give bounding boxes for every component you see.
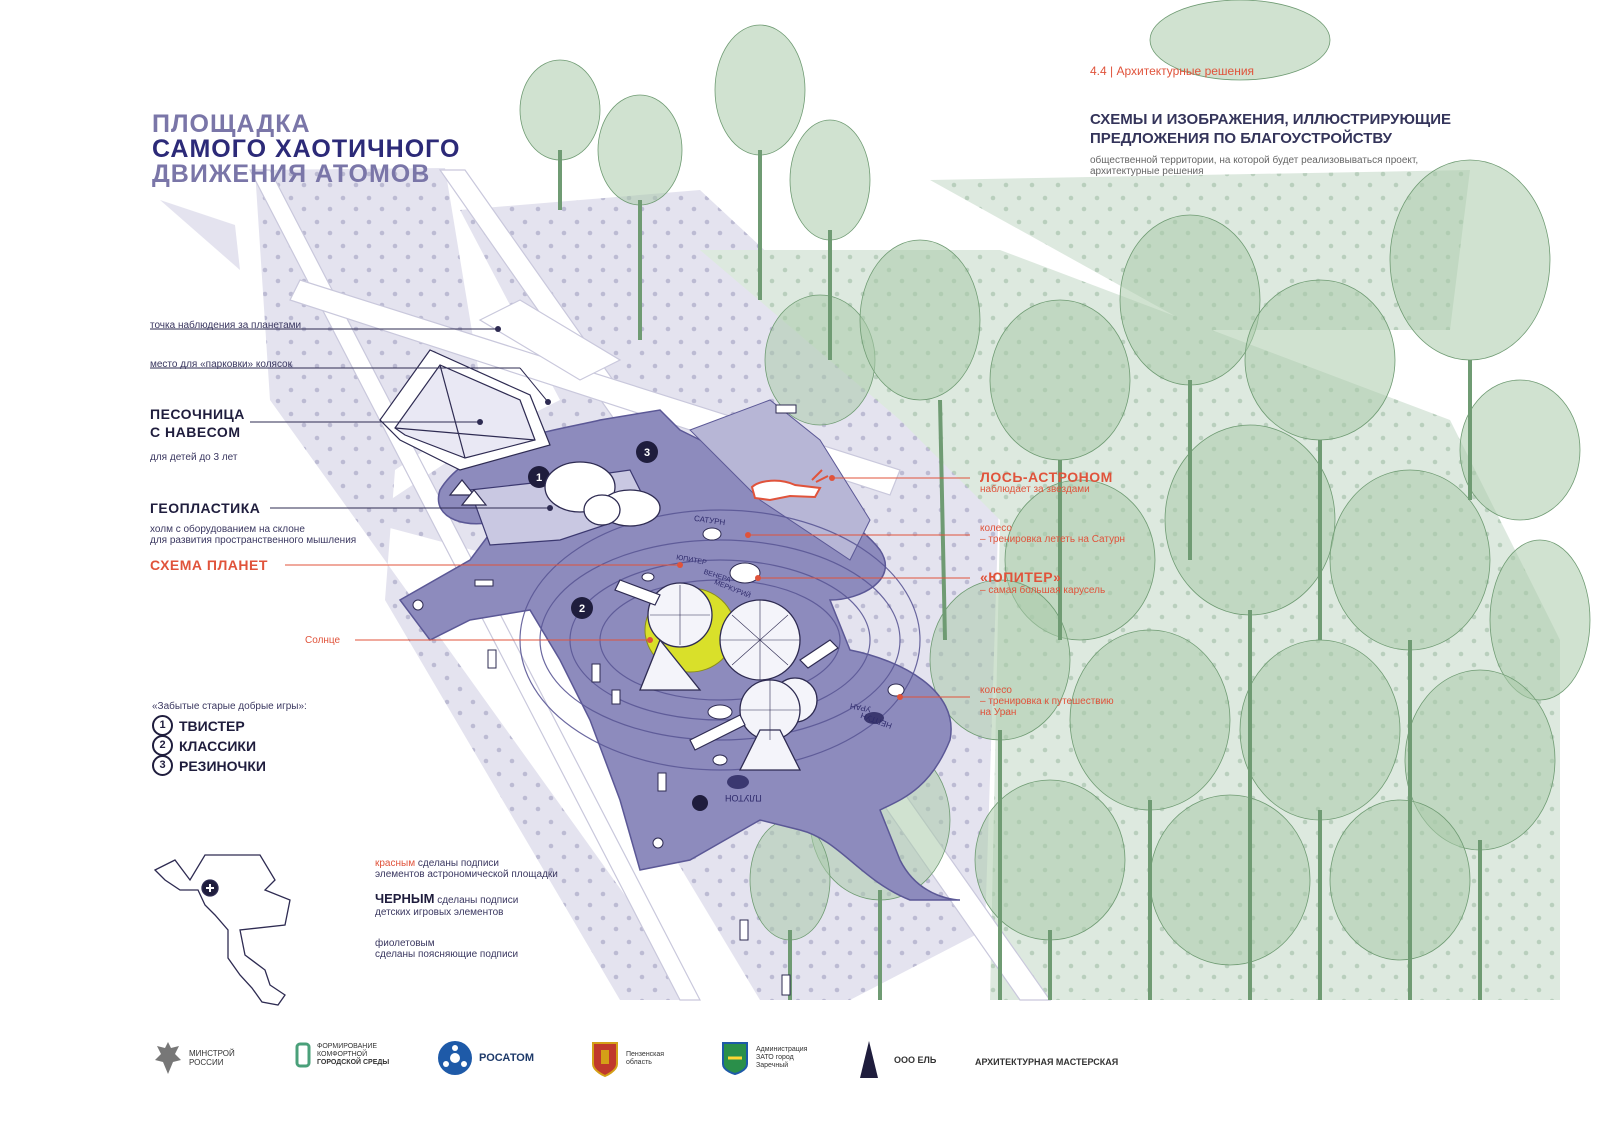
planet-pluto-disc: [727, 775, 749, 789]
game-number-1: 1: [152, 715, 173, 736]
label-observation-point: точка наблюдения за планетами: [150, 320, 302, 331]
legend-black-line2: детских игровых элементов: [375, 907, 504, 918]
playground-plaza: 2 3 1: [398, 399, 961, 901]
logo-zarechny-line1: Администрация: [756, 1046, 808, 1053]
planet-saturn-disc: [702, 527, 722, 541]
planet-neptune-disc: [864, 712, 884, 724]
logo-penza-line2: область: [626, 1059, 652, 1066]
game-label-3: РЕЗИНОЧКИ: [179, 757, 266, 774]
logo-zarechny-line3: Заречный: [756, 1062, 789, 1069]
logo-zarechny: Администрация ЗАТО город Заречный: [720, 1040, 807, 1076]
label-geoplastic-title: ГЕОПЛАСТИКА: [150, 500, 261, 516]
logo-ooo-el: ООО ЕЛЬ: [858, 1040, 936, 1080]
label-jupiter-sub: – самая большая карусель: [980, 585, 1106, 596]
label-sun: Солнце: [305, 635, 341, 646]
label-wheel-uranus-1: колесо: [980, 685, 1012, 696]
legend-red-rest: сделаны подписи: [417, 858, 500, 869]
legend-red-line1: красным сделаны подписи: [375, 858, 499, 869]
label-wheel-uranus-2: – тренировка к путешествию: [980, 696, 1114, 707]
sandbox-canopy: [379, 349, 551, 506]
games-title: «Забытые старые добрые игры»:: [152, 701, 307, 712]
eagle-emblem-icon: [155, 1042, 181, 1074]
label-stroller-parking: место для «парковки» колясок: [150, 359, 292, 370]
planet-jupiter-disc: [729, 562, 761, 584]
game-item-3: 3 РЕЗИНОЧКИ: [152, 755, 266, 776]
logo-architectural-studio: АРХИТЕКТУРНАЯ МАСТЕРСКАЯ: [975, 1040, 1118, 1067]
legend-violet-line2: сделаны поясняющие подписи: [375, 949, 519, 960]
label-sandbox-title-2: С НАВЕСОМ: [150, 424, 241, 440]
legend-black-word: ЧЕРНЫМ: [375, 891, 435, 906]
label-geoplastic-sub-2: для развития пространственного мышления: [150, 535, 357, 546]
geoplastic-hill: [544, 461, 661, 527]
comfort-logo-icon: [295, 1042, 311, 1068]
game-label-1: ТВИСТЕР: [179, 717, 245, 734]
logo-comfort-line1: ФОРМИРОВАНИЕ: [317, 1043, 378, 1050]
label-moose-title: ЛОСЬ-АСТРОНОМ: [980, 469, 1113, 485]
penza-coat-of-arms-icon: [592, 1042, 618, 1078]
logo-ministroy: МИНСТРОЙ РОССИИ: [153, 1040, 235, 1076]
game-label-2: КЛАССИКИ: [179, 737, 257, 754]
section-subheading: общественной территории, на которой буде…: [1090, 155, 1419, 177]
logo-comfort-line3: ГОРОДСКОЙ СРЕДЫ: [317, 1059, 390, 1066]
zarechny-coat-of-arms-icon: [722, 1042, 748, 1076]
label-jupiter-title: «ЮПИТЕР»: [980, 569, 1062, 585]
leader-lines: [150, 328, 550, 509]
logo-penza-line1: Пензенская: [626, 1051, 665, 1058]
section-label: 4.4 | Архитектурные решения: [1090, 64, 1255, 78]
tree-canopy: [519, 0, 1591, 966]
legend-violet-line1: фиолетовым: [375, 938, 435, 949]
logo-ministroy-line1: МИНСТРОЙ: [189, 1049, 235, 1058]
game-number-2: 2: [152, 735, 173, 756]
page-title-line2: САМОГО ХАОТИЧНОГО: [152, 135, 461, 163]
label-sandbox-sub: для детей до 3 лет: [150, 452, 238, 463]
planet-label-pluto: ПЛУТОН: [725, 793, 762, 803]
logo-penza: Пензенская область: [590, 1040, 664, 1078]
spruce-tree-icon: [860, 1041, 878, 1078]
label-planet-scheme: СХЕМА ПЛАНЕТ: [150, 557, 268, 573]
rosatom-atom-icon: [438, 1041, 472, 1075]
logo-studio-text: АРХИТЕКТУРНАЯ МАСТЕРСКАЯ: [975, 1057, 1119, 1067]
label-wheel-uranus-3: на Уран: [980, 707, 1017, 718]
legend-red-line2: элементов астрономической площадки: [375, 869, 558, 880]
logo-rosatom-text: РОСАТОМ: [479, 1051, 534, 1064]
label-sandbox-title-1: ПЕСОЧНИЦА: [150, 406, 245, 422]
game-item-2: 2 КЛАССИКИ: [152, 735, 256, 756]
legend-red-word: красным: [375, 858, 416, 869]
page-title-line1: ПЛОЩАДКА: [152, 110, 311, 138]
location-minimap: [153, 854, 291, 1006]
tree-trunks: [558, 150, 1482, 1000]
section-heading: СХЕМЫ И ИЗОБРАЖЕНИЯ, ИЛЛЮСТРИРУЮЩИЕ ПРЕД…: [1090, 111, 1451, 147]
legend-black-line1: ЧЕРНЫМ сделаны подписи: [375, 891, 519, 906]
game-item-1: 1 ТВИСТЕР: [152, 715, 245, 736]
page-title-line3: ДВИЖЕНИЯ АТОМОВ: [152, 160, 431, 188]
svg-text:3: 3: [644, 447, 650, 459]
label-wheel-saturn-2: – тренировка лететь на Сатурн: [980, 534, 1126, 545]
logo-comfort-line2: КОМФОРТНОЙ: [317, 1051, 368, 1058]
logo-rosatom: РОСАТОМ: [437, 1040, 534, 1076]
svg-text:1: 1: [536, 472, 542, 484]
label-geoplastic-sub-1: холм с оборудованием на склоне: [150, 524, 305, 535]
logo-ministroy-line2: РОССИИ: [189, 1058, 224, 1067]
logo-comfort-environment: ФОРМИРОВАНИЕ КОМФОРТНОЙ ГОРОДСКОЙ СРЕДЫ: [295, 1040, 389, 1070]
moose-figure: [750, 469, 829, 502]
logo-el-text: ООО ЕЛЬ: [894, 1054, 937, 1065]
benches: [412, 404, 797, 996]
logo-zarechny-line2: ЗАТО город: [756, 1054, 794, 1061]
svg-text:2: 2: [579, 603, 585, 615]
game-number-3: 3: [152, 755, 173, 776]
label-wheel-saturn-1: колесо: [980, 523, 1012, 534]
label-moose-sub: наблюдает за звездами: [980, 484, 1090, 495]
legend-black-rest: сделаны подписи: [437, 895, 519, 906]
